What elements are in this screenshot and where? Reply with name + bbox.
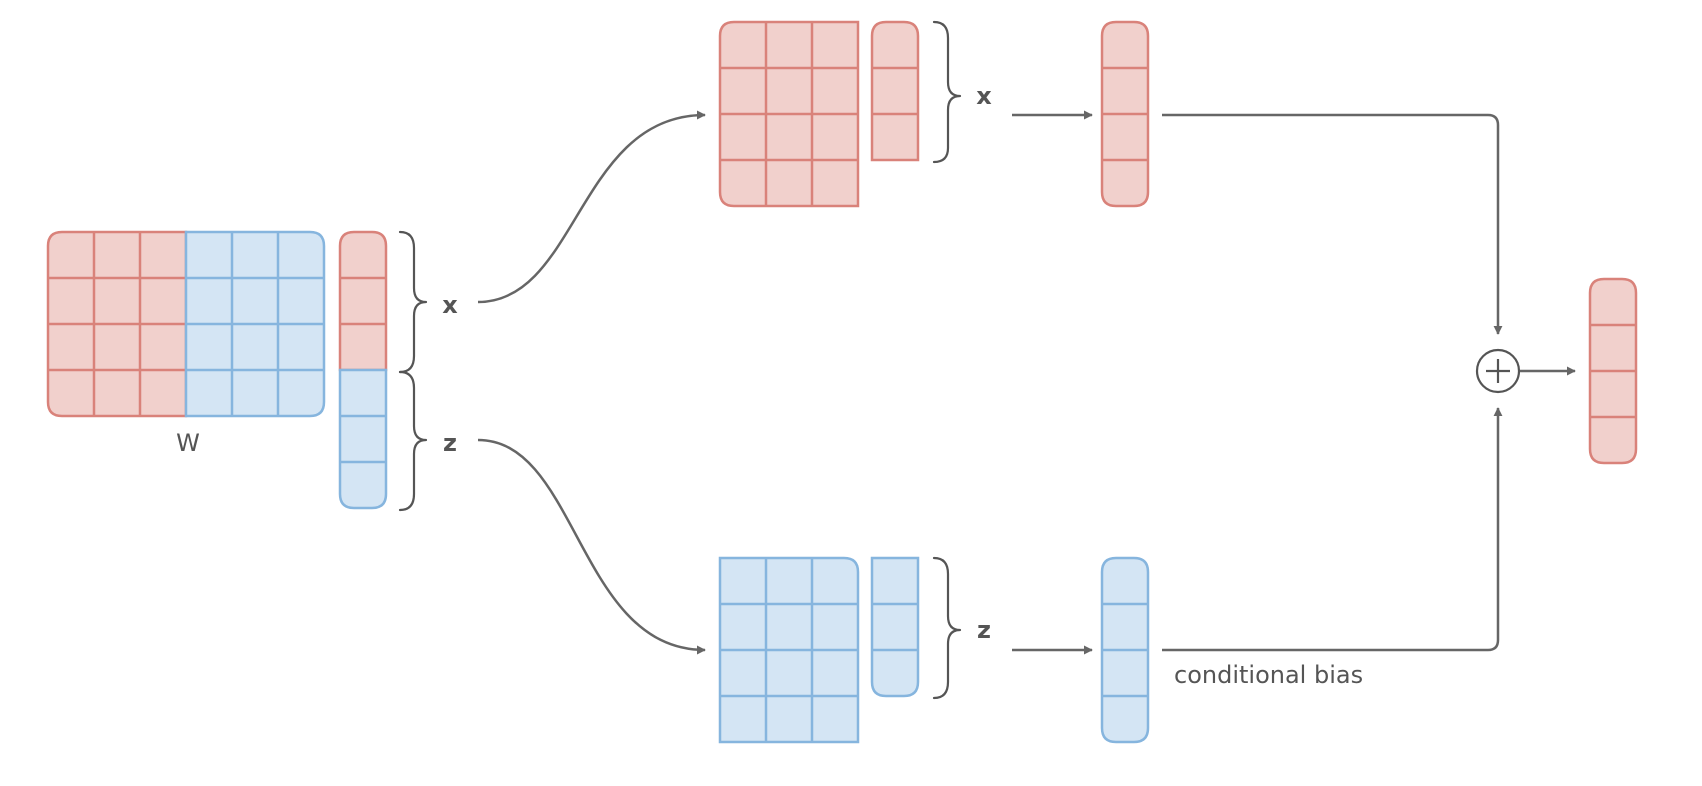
x-branch-label: x (976, 82, 992, 110)
grid-block (338, 368, 388, 510)
w-x-part (46, 230, 188, 418)
conditional-bias-vector (1100, 556, 1150, 744)
curve-to-x-branch (477, 110, 706, 304)
output-vector (1588, 277, 1638, 465)
w-z-part (184, 230, 326, 418)
input-vector (338, 230, 388, 510)
x-weight-submatrix (718, 20, 860, 208)
grid-block (870, 20, 920, 162)
grid-block (338, 230, 388, 372)
curve-to-z-branch (477, 438, 706, 655)
w-label: W (176, 429, 200, 457)
line-x-result-to-sum (1162, 113, 1503, 335)
brace-x-branch (932, 20, 962, 164)
line-bias-to-sum (1162, 407, 1503, 652)
conditional-bias-label: conditional bias (1174, 661, 1363, 689)
input-vector-z-part (338, 368, 388, 510)
brace-x-input (398, 230, 428, 374)
brace-z-branch (932, 556, 962, 700)
x-result-vector (1100, 20, 1150, 208)
brace-z-input (398, 370, 428, 512)
z-input-label: z (443, 429, 457, 457)
z-weight-submatrix (718, 556, 860, 746)
weight-matrix-w (46, 230, 326, 418)
x-subvector (870, 20, 920, 162)
z-subvector (870, 556, 920, 698)
input-vector-x-part (338, 230, 388, 372)
plus-in-circle-icon (1475, 348, 1521, 394)
x-input-label: x (442, 291, 458, 319)
z-branch-label: z (977, 616, 991, 644)
grid-block (870, 556, 920, 698)
